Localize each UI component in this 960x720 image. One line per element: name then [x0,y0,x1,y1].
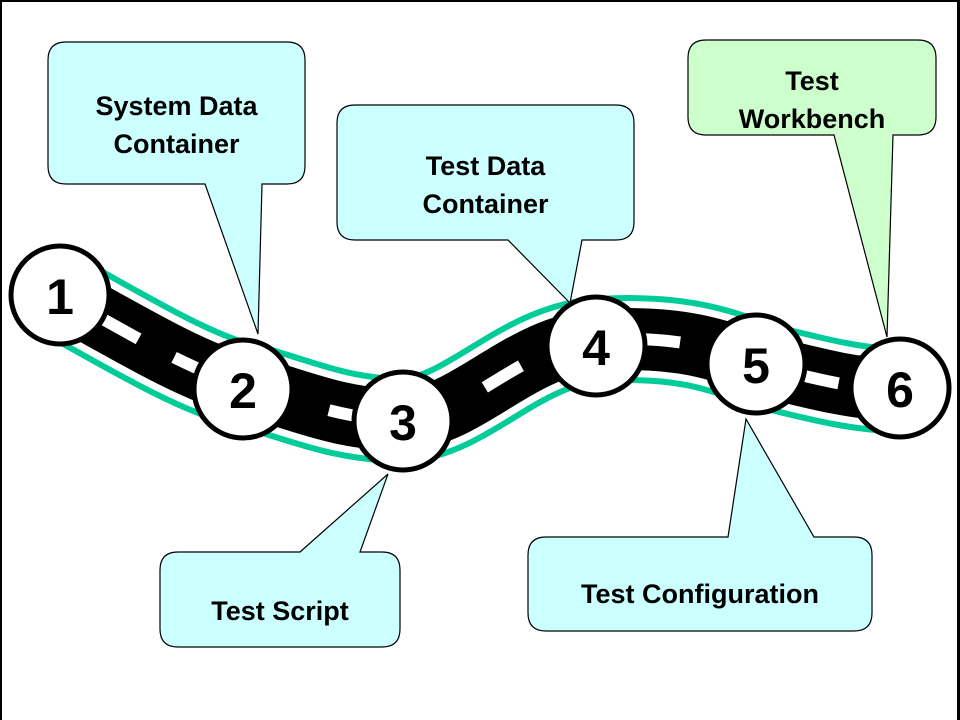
milestone-circle [8,243,112,347]
callout-bubble [336,104,635,305]
milestone-2: 2 [191,337,295,441]
milestone-number: 4 [582,320,610,376]
callout-label: Workbench [739,104,886,134]
callout-label: System Data [95,91,258,121]
milestone-circle [848,336,952,440]
callout-test-configuration: Test Configuration [527,417,873,632]
milestones: 1 2 3 4 5 6 [8,243,952,473]
callout-bubble [159,473,401,648]
milestone-number: 5 [742,338,770,394]
milestone-number: 6 [886,362,914,418]
milestone-number: 1 [46,269,74,325]
milestone-6: 6 [848,336,952,440]
callout-test-script: Test Script [159,473,401,648]
milestone-3: 3 [351,369,455,473]
callout-label: Test Configuration [581,579,819,609]
callout-label: Test Data [426,151,547,181]
callout-bubble [527,417,873,632]
milestone-number: 3 [389,395,417,451]
milestone-circle [704,312,808,416]
milestone-circle [191,337,295,441]
milestone-1: 1 [8,243,112,347]
milestone-circle [351,369,455,473]
callout-bubble [687,39,937,338]
callout-bubble [47,41,306,335]
milestone-4: 4 [544,294,648,398]
callout-label: Container [113,129,240,159]
callout-label: Container [422,189,549,219]
milestone-number: 2 [229,363,257,419]
milestone-circle [544,294,648,398]
callout-label: Test Script [211,596,349,626]
callout-label: Test [785,66,839,96]
milestone-5: 5 [704,312,808,416]
